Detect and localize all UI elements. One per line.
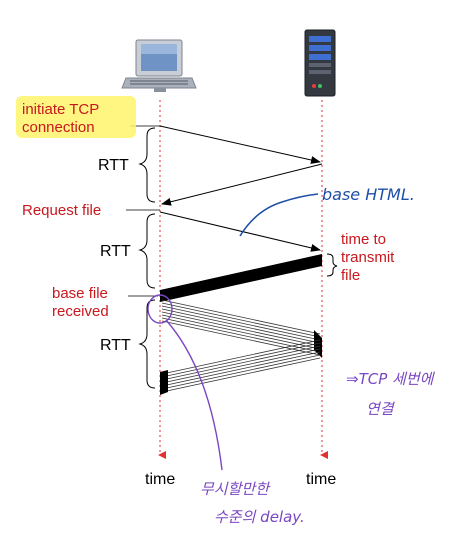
object-request-band bbox=[161, 299, 321, 356]
desktop-computer-icon bbox=[121, 39, 197, 92]
base-file-label-line2: received bbox=[52, 303, 109, 320]
initiate-highlight bbox=[16, 96, 136, 138]
tcp-note-line2: 연결 bbox=[366, 400, 396, 418]
server-time-label: time bbox=[306, 471, 336, 488]
transmit-brace bbox=[326, 253, 338, 277]
initiate-label-line1: initiate TCP bbox=[22, 101, 99, 118]
base-html-annotation: base HTML. bbox=[322, 185, 415, 204]
rtt-brace-2 bbox=[138, 213, 156, 289]
object-response-arrowheads bbox=[160, 370, 168, 395]
rtt-label-3: RTT bbox=[100, 337, 131, 354]
client-time-label: time bbox=[145, 471, 175, 488]
tcp-note-line1: ⇒TCP 세번에 bbox=[346, 370, 436, 388]
base-html-pen-stroke bbox=[239, 193, 319, 237]
transmit-label-line3: file bbox=[341, 267, 360, 284]
request-file-label: Request file bbox=[22, 202, 101, 219]
base-file-transfer bbox=[160, 254, 322, 302]
rtt-label-2: RTT bbox=[100, 243, 131, 260]
delay-pen-stroke bbox=[165, 319, 223, 471]
object-request-arrowheads bbox=[314, 330, 322, 358]
initiate-label-line2: connection bbox=[22, 119, 95, 136]
rtt-brace-1 bbox=[138, 127, 156, 203]
rtt-brace-3 bbox=[138, 299, 156, 389]
syn-ack-arrow bbox=[161, 163, 323, 206]
delay-circle bbox=[147, 294, 173, 324]
object-response-band bbox=[161, 339, 321, 393]
delay-note-line1: 무시할만한 bbox=[200, 480, 271, 498]
rtt-label-1: RTT bbox=[98, 157, 129, 174]
syn-arrow bbox=[159, 125, 321, 164]
request-arrow bbox=[159, 211, 321, 252]
base-file-label-line1: base file bbox=[52, 285, 108, 302]
server-tower-icon bbox=[304, 29, 336, 97]
transmit-label-line2: transmit bbox=[341, 249, 395, 266]
delay-note-line2: 수준의 delay. bbox=[214, 508, 305, 526]
transmit-label-line1: time to bbox=[341, 231, 386, 248]
